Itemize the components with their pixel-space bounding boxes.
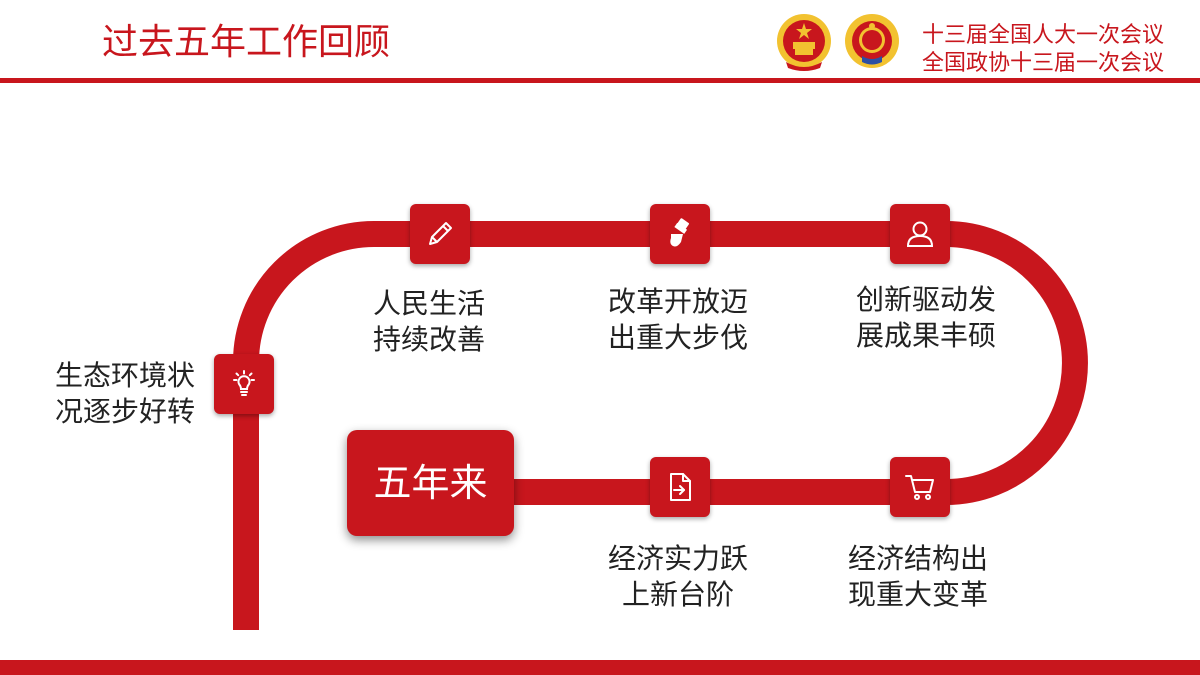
milestone-label-line: 现重大变革 [847,578,988,611]
footer-bar [0,660,1200,675]
milestone-label-livelihood: 人民生活 持续改善 [329,286,529,358]
cppcc-emblem-icon [845,14,899,68]
milestone-node-ecology [214,354,274,414]
person-icon [906,221,934,247]
milestone-label-reform: 改革开放迈 出重大步伐 [578,284,778,356]
header-divider [0,78,1200,83]
pencil-icon [429,222,452,245]
milestone-node-innovation [890,204,950,264]
milestone-label-innovation: 创新驱动发 展成果丰硕 [826,282,1026,354]
session-line-cppcc: 全国政协十三届一次会议 [922,51,1165,76]
document-import-icon [670,473,691,501]
milestone-label-line: 展成果丰硕 [855,319,996,352]
milestone-label-line: 经济实力跃 [607,542,748,575]
lightbulb-icon [233,370,255,396]
milestone-node-structure [890,457,950,517]
milestone-label-line: 经济结构出 [847,542,988,575]
five-years-center-label: 五年来 [347,430,514,536]
milestone-node-economy [650,457,710,517]
milestone-label-structure: 经济结构出 现重大变革 [818,541,1018,613]
milestone-label-line: 出重大步伐 [607,321,748,354]
paintbrush-icon [670,218,689,247]
shopping-cart-icon [905,475,934,500]
milestone-label-line: 人民生活 [372,287,485,320]
milestone-label-line: 改革开放迈 [607,285,748,318]
milestone-label-economy: 经济实力跃 上新台阶 [578,541,778,613]
milestone-node-livelihood [410,204,470,264]
milestone-label-line: 生态环境状 [55,359,196,392]
npc-emblem-icon [777,14,831,71]
page-title: 过去五年工作回顾 [102,22,391,63]
milestone-label-line: 持续改善 [372,323,485,356]
milestone-node-reform [650,204,710,264]
session-line-npc: 十三届全国人大一次会议 [922,23,1165,48]
milestone-label-ecology: 生态环境状 况逐步好转 [55,358,195,430]
milestone-label-line: 创新驱动发 [855,283,996,316]
milestone-label-line: 况逐步好转 [55,395,196,428]
milestone-label-line: 上新台阶 [621,578,734,611]
session-caption: 十三届全国人大一次会议 全国政协十三届一次会议 [922,22,1164,78]
